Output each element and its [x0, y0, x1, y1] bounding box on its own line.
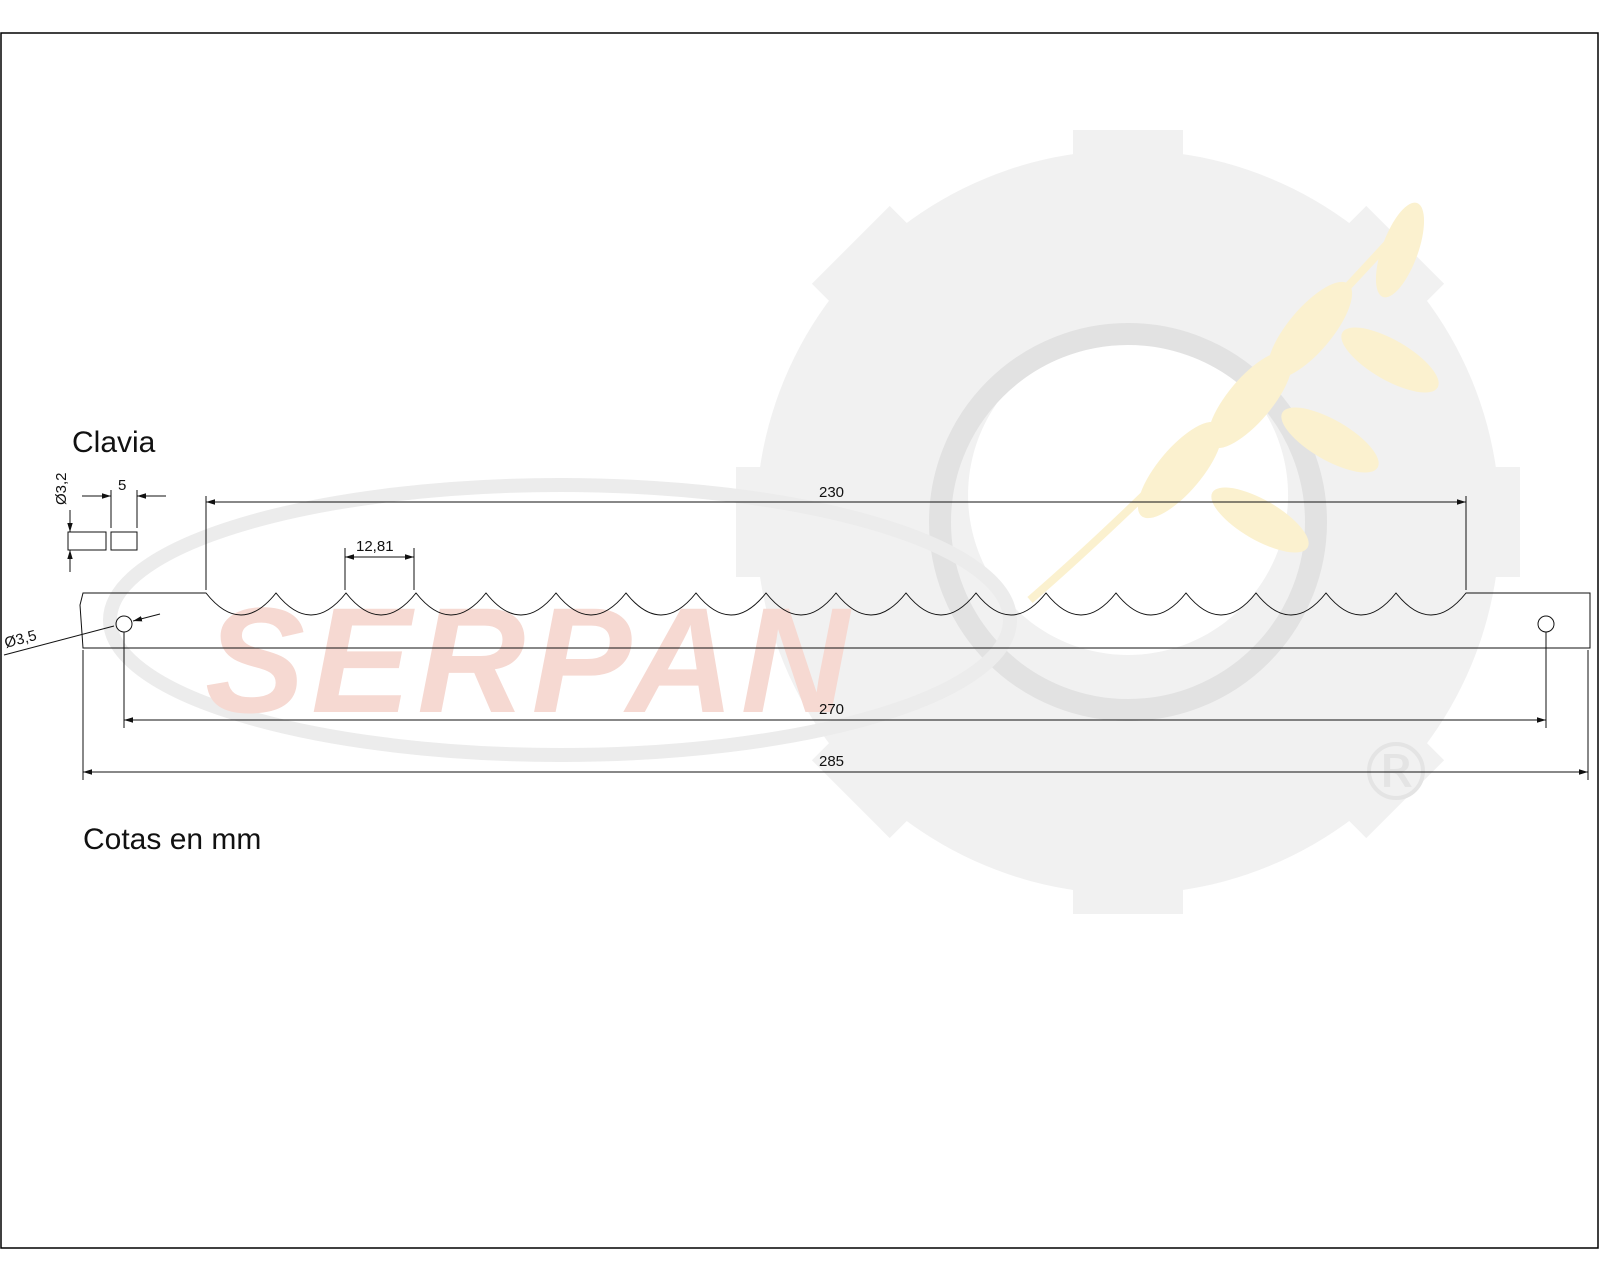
total-length-label: 285: [819, 753, 844, 770]
dim-hole-distance: 270: [123, 632, 1547, 728]
mounting-hole-right: [1537, 615, 1555, 633]
pin-width-label: 5: [118, 477, 126, 494]
hole-diameter-label: Ø3,5: [3, 627, 39, 652]
dim-total-length: 285: [82, 650, 1589, 780]
hole-distance-label: 270: [819, 701, 844, 718]
watermark-swoosh: [103, 478, 1017, 762]
part-title: Clavia: [72, 426, 156, 459]
mounting-hole-left: [115, 615, 133, 633]
drawing-frame: [0, 32, 1599, 1249]
dim-pitch: 12,81: [344, 538, 415, 590]
pin-detail: Ø3,2 5: [53, 472, 166, 572]
units-note: Cotas en mm: [83, 823, 261, 856]
dim-hole-diameter: Ø3,5: [3, 613, 161, 656]
pitch-label: 12,81: [356, 538, 394, 555]
bar-outline: [79, 592, 1591, 649]
serrated-length-label: 230: [819, 484, 844, 501]
watermark-brand: SERPAN: [205, 576, 855, 744]
serrated-bar: [79, 592, 1591, 649]
watermark-logo: SERPAN ®: [103, 130, 1520, 914]
pin-diameter-label: Ø3,2: [53, 472, 70, 505]
dim-serrated-length: 230: [205, 484, 1467, 590]
